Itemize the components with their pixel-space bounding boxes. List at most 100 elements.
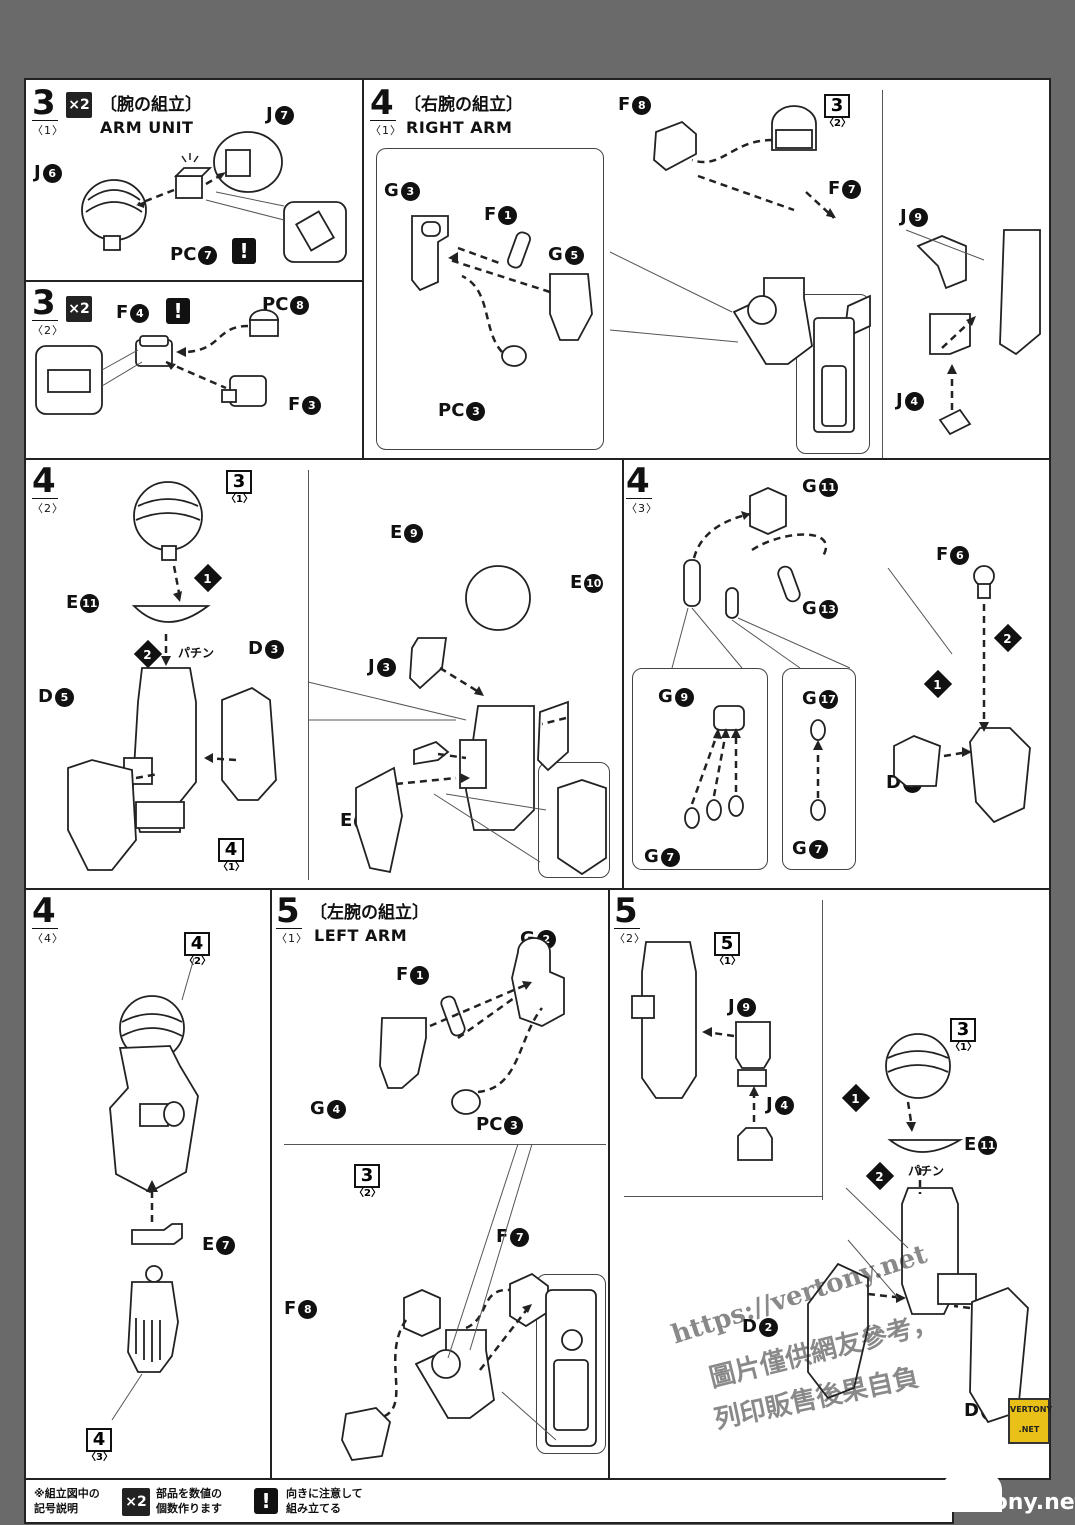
caution-icon: ! — [254, 1488, 278, 1514]
x2-badge: ×2 — [66, 92, 92, 118]
divider — [308, 470, 309, 880]
right-arm-upper-diagram — [67, 481, 607, 876]
substep-number: 〈2〉 — [32, 320, 63, 338]
step-title-jp: 〔右腕の組立〕 — [404, 95, 523, 115]
x2-badge: ×2 — [66, 296, 92, 322]
divider — [270, 888, 272, 1480]
substep-number: 〈2〉 — [32, 498, 63, 516]
sub-assembly-box — [782, 668, 856, 870]
reference-step: 4〈1〉 — [218, 838, 245, 873]
divider — [362, 80, 364, 458]
reference-step: 3〈2〉 — [824, 94, 851, 129]
sub-assembly-box — [376, 148, 604, 450]
substep-number: 〈2〉 — [614, 928, 645, 946]
elbow-joint-diagram — [35, 309, 279, 415]
substep-number: 〈3〉 — [626, 498, 657, 516]
legend-warn-text: 向きに注意して 組み立てる — [286, 1487, 363, 1515]
step-title-en: RIGHT ARM — [406, 118, 513, 137]
divider — [622, 458, 624, 888]
site-badge: VERTONY .NET — [1008, 1398, 1052, 1444]
right-hand-diagram — [671, 487, 1031, 829]
site-watermark: vertony.net — [942, 1490, 1075, 1515]
reference-step: 3〈1〉 — [226, 470, 253, 505]
divider — [882, 90, 883, 458]
reference-step: 3〈2〉 — [354, 1164, 381, 1199]
symbol-legend: ※組立図中の 記号説明 ×2 部品を数値の 個数作ります ! 向きに注意して 組… — [24, 1480, 954, 1524]
step-number: 4 — [370, 83, 394, 123]
divider — [26, 888, 1051, 890]
step-title-en: ARM UNIT — [100, 118, 194, 137]
step-number: 5 — [276, 891, 300, 931]
sub-assembly-box — [538, 762, 610, 878]
substep-number: 〈4〉 — [32, 928, 63, 946]
substep-number: 〈1〉 — [370, 120, 401, 138]
snap-sound-text: パチン — [908, 1164, 945, 1178]
sub-assembly-box — [536, 1274, 606, 1454]
step-number: 4 — [626, 461, 650, 501]
arm-unit-diagram — [81, 131, 347, 263]
divider — [26, 458, 1051, 460]
divider — [624, 1196, 822, 1197]
divider — [26, 280, 362, 282]
divider — [284, 1144, 606, 1145]
step-number: 5 — [614, 891, 638, 931]
caution-icon: ! — [166, 298, 190, 324]
legend-note: ※組立図中の 記号説明 — [34, 1487, 100, 1515]
right-arm-complete-diagram — [109, 957, 199, 1421]
divider — [822, 900, 823, 1200]
sub-assembly-box — [632, 668, 768, 870]
step-number: 3 — [32, 283, 56, 323]
step-number: 3 — [32, 83, 56, 123]
right-arm-diagram — [411, 105, 1041, 436]
substep-number: 〈1〉 — [32, 120, 63, 138]
x2-badge: ×2 — [122, 1488, 150, 1516]
step-5-1: 5 〈1〉 〔左腕の組立〕 LEFT ARM F1 G2 G4 PC3 3〈2〉… — [270, 888, 608, 1480]
step-number: 4 — [32, 461, 56, 501]
step-title-en: LEFT ARM — [314, 926, 408, 945]
step-title-jp: 〔腕の組立〕 — [100, 95, 202, 115]
step-number: 4 — [32, 891, 56, 931]
page-number-tab — [942, 1472, 1002, 1512]
snap-sound-text: パチン — [178, 646, 215, 660]
step-title-jp: 〔左腕の組立〕 — [310, 903, 429, 923]
step-5-2: 5 〈2〉 5〈1〉 3〈1〉 J9 J4 E11 D2 D4 1 2 パチン — [608, 888, 1051, 1480]
reference-step: 5〈1〉 — [714, 932, 741, 967]
substep-number: 〈1〉 — [276, 928, 307, 946]
sub-assembly-box — [796, 294, 870, 454]
divider — [608, 888, 610, 1480]
reference-step: 4〈2〉 — [184, 932, 211, 967]
